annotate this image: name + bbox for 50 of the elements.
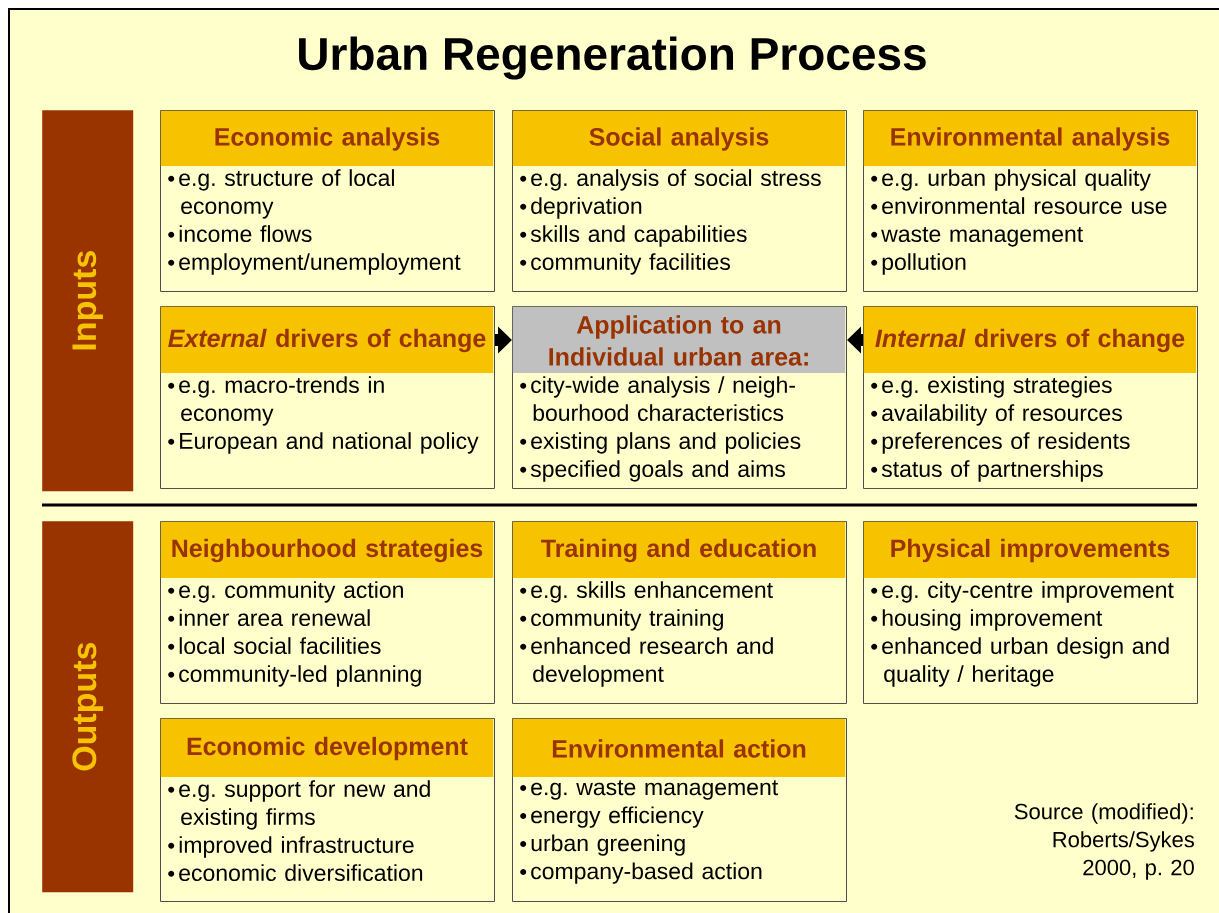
bullet-item: e.g. existing strategies [871,376,1112,398]
bullet-item: e.g. community action [168,581,403,603]
bullet-item: skills and capabilities [520,225,747,247]
category-box: Economic development e.g. support for new and existing firms improved infrastructure economic diversification [160,718,495,902]
category-box: Economic analysis e.g. structure of local economy income flows employment/unemployment [160,110,495,292]
bullet-item: status of partnerships [871,460,1103,482]
category-box: Social analysis e.g. analysis of social stress deprivation skills and capabilities community facilities [512,110,847,292]
bullet-item: environmental resource use [871,197,1167,215]
bullet-item: e.g. waste management [520,780,778,800]
bullet-item: inner area renewal [168,609,370,627]
bullet-item: income flows [168,225,312,243]
category-box: Training and education e.g. skills enhancement community training enhanced research and development [512,521,847,704]
bullet-item: company-based action [520,862,762,884]
bullet-item: housing improvement [871,609,1103,631]
bullet-item: local social facilities [168,637,381,655]
bullet-item: employment/unemployment [168,253,461,275]
category-box: Environmental analysis e.g. urban physical quality environmental resource use waste management pollution [863,110,1198,292]
bullet-item: e.g. analysis of social stress [520,169,821,191]
bullet-item: energy efficiency [520,806,704,828]
bullet-item: community training [520,609,723,631]
bullet-item: e.g. structure of local economy [168,169,394,219]
bullet-item: e.g. macro-trends in economy [168,376,384,426]
source-note: Source (modified): Roberts/Sykes 2000, p. 20 [1014,803,1194,880]
category-box: Physical improvements e.g. city-centre improvement housing improvement enhanced urban design and quality / heritage [863,521,1198,704]
bullet-item: existing plans and policies [520,432,801,454]
category-box: Internal drivers of change e.g. existing strategies availability of resources preferences of residents status of partnerships [863,306,1198,489]
bullet-item: preferences of residents [871,432,1130,454]
section-band: Outputs [42,521,134,893]
section-band: Inputs [42,110,134,492]
bullet-item: availability of resources [871,404,1122,426]
bullet-item: e.g. skills enhancement [520,581,773,603]
bullet-item: community-led planning [168,665,421,687]
category-box: Environmental action e.g. waste management energy efficiency urban greening company-based action [512,718,847,902]
category-box: External drivers of change e.g. macro-trends in economy European and national policy [160,306,495,489]
bullet-item: e.g. urban physical quality [871,169,1151,191]
category-box: Application to an Individual urban area: city-wide analysis / neigh-bourhood characteristics existing plans and policies specified goals and aims [512,306,847,489]
category-box: Neighbourhood strategies e.g. community action inner area renewal local social facilities community-led planning [160,521,495,704]
bullet-item: pollution [871,253,966,275]
bullet-item: economic diversification [168,864,423,882]
bullet-item: urban greening [520,834,685,856]
title: Urban Regeneration Process [299,36,926,80]
bullet-item: specified goals and aims [520,460,785,482]
bullet-item: improved infrastructure [168,836,414,858]
bullet-item: enhanced urban design and quality / heritage [871,637,1169,687]
bullet-item: waste management [871,227,1083,247]
bullet-item: enhanced research and development [520,637,773,687]
bullet-item: deprivation [520,197,642,219]
bullet-item: community facilities [520,253,730,275]
bullet-item: e.g. city-centre improvement [871,581,1174,603]
bullet-item: European and national policy [168,432,479,454]
